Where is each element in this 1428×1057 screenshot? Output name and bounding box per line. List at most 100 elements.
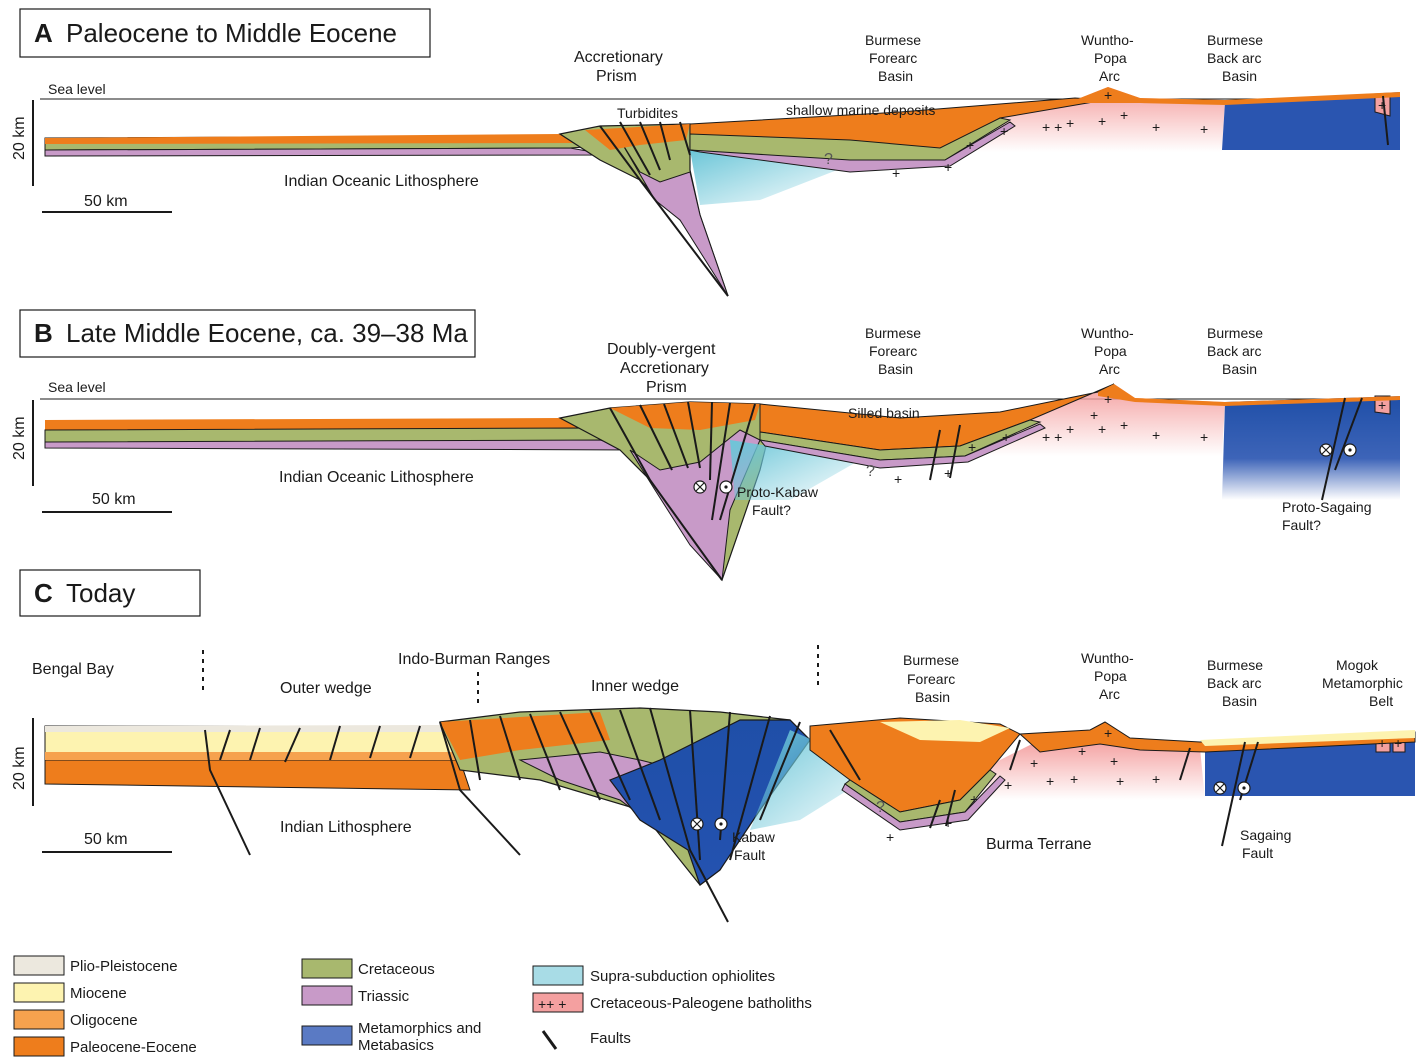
svg-text:+: + bbox=[944, 815, 952, 831]
arc-label-2: Popa bbox=[1094, 668, 1127, 684]
ranges-label: Indo-Burman Ranges bbox=[398, 651, 550, 668]
panel-b-plus-marks: ++ ++ +++ +++ +++ + bbox=[894, 391, 1386, 487]
svg-text:+: + bbox=[1152, 427, 1160, 443]
backarc-paleo-cover bbox=[1098, 384, 1400, 406]
forearc-label-1: Burmese bbox=[865, 32, 921, 48]
sagaing-fault-label-2: Fault bbox=[1242, 845, 1273, 861]
inner-wedge-paleo bbox=[440, 712, 610, 760]
outer-wedge-oligo bbox=[45, 752, 462, 760]
panel-b-faults bbox=[609, 397, 1363, 581]
arc-label-1: Wuntho- bbox=[1081, 325, 1134, 341]
svg-text:+: + bbox=[1200, 121, 1208, 137]
horizontal-scale-label: 50 km bbox=[92, 491, 136, 508]
panel-b: B Late Middle Eocene, ca. 39–38 Ma Sea l… bbox=[11, 309, 1400, 582]
backarc-label-2: Back arc bbox=[1207, 343, 1261, 359]
forearc-label-3: Basin bbox=[878, 68, 913, 84]
legend-label-cretaceous: Cretaceous bbox=[358, 961, 435, 978]
kabaw-fault-label-1: Kabaw bbox=[732, 829, 776, 845]
panel-a-plus-marks: ++ ++ +++ +++ +++ bbox=[892, 87, 1386, 181]
svg-text:+: + bbox=[966, 137, 974, 153]
legend-swatch-metamorphics bbox=[301, 1025, 353, 1046]
backarc-label-3: Basin bbox=[1222, 68, 1257, 84]
oceanic-triassic-layer bbox=[44, 147, 611, 157]
svg-text:+: + bbox=[1066, 115, 1074, 131]
svg-text:+: + bbox=[1098, 113, 1106, 129]
legend-label-faults: Faults bbox=[590, 1030, 631, 1047]
svg-text:+: + bbox=[1098, 421, 1106, 437]
panel-c-letter: C bbox=[34, 578, 53, 608]
legend-swatch-cretaceous bbox=[301, 958, 353, 979]
oceanic-paleo-layer bbox=[45, 134, 590, 144]
backarc-label-3: Basin bbox=[1222, 361, 1257, 377]
legend-swatch-triassic bbox=[301, 985, 353, 1006]
panel-a: A Paleocene to Middle Eocene Sea level 2… bbox=[11, 8, 1400, 297]
svg-text:+: + bbox=[1104, 725, 1112, 741]
proto-kabaw-label-2: Fault? bbox=[752, 502, 791, 518]
backarc-label-1: Burmese bbox=[1207, 657, 1263, 673]
svg-text:+: + bbox=[1090, 407, 1098, 423]
horizontal-scale-label: 50 km bbox=[84, 193, 128, 210]
svg-text:+: + bbox=[1000, 123, 1008, 139]
legend-label-plio: Plio-Pleistocene bbox=[70, 958, 178, 975]
arc-label-3: Arc bbox=[1099, 686, 1120, 702]
svg-text:+: + bbox=[886, 829, 894, 845]
shallow-marine-label: shallow marine deposits bbox=[786, 102, 935, 118]
unknown-mark: ? bbox=[866, 463, 875, 480]
legend-swatch-oligocene bbox=[13, 1009, 65, 1030]
panel-c-strike-slip-symbols bbox=[690, 781, 1251, 831]
backarc-label-1: Burmese bbox=[1207, 32, 1263, 48]
panel-b-title-box bbox=[19, 309, 476, 358]
forearc-label-2: Forearc bbox=[907, 671, 955, 687]
inner-wedge-label: Inner wedge bbox=[591, 678, 679, 695]
bengal-bay-label: Bengal Bay bbox=[32, 661, 114, 678]
prism-label-1: Doubly-vergent bbox=[607, 341, 716, 358]
legend-label-batholiths: Cretaceous-Paleogene batholiths bbox=[590, 995, 812, 1012]
arc-label-3: Arc bbox=[1099, 361, 1120, 377]
prism-label-1: Accretionary bbox=[574, 49, 663, 66]
forearc-triassic bbox=[758, 423, 1046, 469]
legend: Plio-Pleistocene Miocene Oligocene Paleo… bbox=[13, 955, 812, 1057]
svg-text:+: + bbox=[1066, 421, 1074, 437]
svg-text:+: + bbox=[1104, 391, 1112, 407]
svg-text:+: + bbox=[1120, 417, 1128, 433]
forearc-label-2: Forearc bbox=[869, 343, 917, 359]
svg-text:+: + bbox=[1200, 429, 1208, 445]
turbidites-label: Turbidites bbox=[617, 105, 678, 121]
prism-label-2: Accretionary bbox=[620, 360, 709, 377]
svg-text:+: + bbox=[944, 465, 952, 481]
legend-label-metamorphics-2: Metabasics bbox=[358, 1037, 434, 1054]
panel-b-title: Late Middle Eocene, ca. 39–38 Ma bbox=[66, 318, 468, 348]
proto-kabaw-label-1: Proto-Kabaw bbox=[737, 484, 819, 500]
svg-text:+: + bbox=[1378, 735, 1386, 751]
proto-sagaing-label-1: Proto-Sagaing bbox=[1282, 499, 1372, 515]
svg-text:+: + bbox=[968, 439, 976, 455]
forearc-miocene bbox=[880, 720, 1010, 742]
svg-text:+: + bbox=[1152, 771, 1160, 787]
mogok-label-3: Belt bbox=[1369, 693, 1393, 709]
backarc-metamorphics bbox=[1205, 740, 1415, 796]
oceanic-triassic-layer bbox=[44, 439, 641, 451]
arc-label-1: Wuntho- bbox=[1081, 32, 1134, 48]
forearc-label-2: Forearc bbox=[869, 50, 917, 66]
panel-b-letter: B bbox=[34, 318, 53, 348]
legend-fault-symbol bbox=[541, 1030, 558, 1050]
panel-b-strike-slip-symbols bbox=[693, 443, 1357, 494]
svg-text:+: + bbox=[1394, 735, 1402, 751]
legend-label-triassic: Triassic bbox=[358, 988, 410, 1005]
forearc-label-1: Burmese bbox=[865, 325, 921, 341]
legend-label-ophiolites: Supra-subduction ophiolites bbox=[590, 968, 775, 985]
proto-sagaing-label-2: Fault? bbox=[1282, 517, 1321, 533]
forearc-label-3: Basin bbox=[878, 361, 913, 377]
svg-text:+: + bbox=[1116, 773, 1124, 789]
panel-a-letter: A bbox=[34, 18, 53, 48]
svg-text:+: + bbox=[894, 471, 902, 487]
svg-text:+: + bbox=[1378, 97, 1386, 113]
unknown-mark: ? bbox=[824, 151, 833, 168]
svg-text:+: + bbox=[1078, 743, 1086, 759]
arc-label-2: Popa bbox=[1094, 343, 1127, 359]
panel-a-title: Paleocene to Middle Eocene bbox=[66, 18, 397, 48]
outer-wedge-paleo bbox=[44, 759, 471, 791]
backarc-paleo-cover bbox=[1075, 87, 1400, 105]
province-dividers bbox=[202, 645, 819, 704]
